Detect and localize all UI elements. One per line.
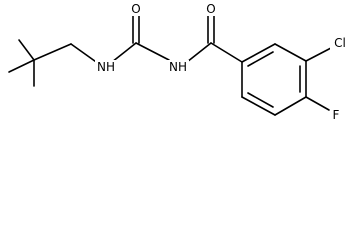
atom-nitrogen-left: NH — [95, 60, 117, 74]
atom-chlorine: Cl — [330, 36, 350, 50]
bond-ring-cl — [305, 47, 332, 62]
bond-ring-1 — [241, 43, 276, 63]
atom-oxygen-amide: O — [205, 2, 217, 16]
atom-label-f: F — [333, 108, 340, 122]
bond-amide-ring — [210, 42, 243, 63]
bond-ring-2 — [274, 43, 307, 62]
atom-fluorine: F — [330, 108, 342, 122]
bond-ch2-nh — [70, 43, 100, 65]
bond-nh-amide-carbon — [186, 42, 212, 63]
atom-nitrogen-right: NH — [167, 60, 189, 74]
structure-diagram: O O NH NH Cl F — [8, 2, 350, 122]
bond-methyl-left — [8, 59, 35, 73]
atom-label-o-urea: O — [131, 2, 140, 16]
bond-layer — [8, 14, 332, 116]
atom-oxygen-urea: O — [130, 2, 142, 16]
bond-ring-4 — [274, 96, 307, 116]
atom-label-nh-left: NH — [97, 60, 115, 74]
atom-label-cl: Cl — [334, 36, 346, 50]
bond-ring-inner-bottom — [247, 92, 274, 108]
bond-nh-urea-carbon — [111, 42, 137, 63]
atom-label-nh-right: NH — [169, 60, 187, 74]
bond-ring-inner-top — [247, 51, 274, 67]
bond-ring-5 — [241, 96, 276, 116]
bond-quaternary-ch2 — [33, 43, 72, 61]
atom-layer: O O NH NH Cl F — [95, 2, 350, 122]
bond-urea-carbon-nh — [135, 42, 170, 61]
atom-label-o-amide: O — [206, 2, 215, 16]
bond-ring-f — [305, 96, 330, 111]
bond-methyl-top — [18, 39, 35, 61]
